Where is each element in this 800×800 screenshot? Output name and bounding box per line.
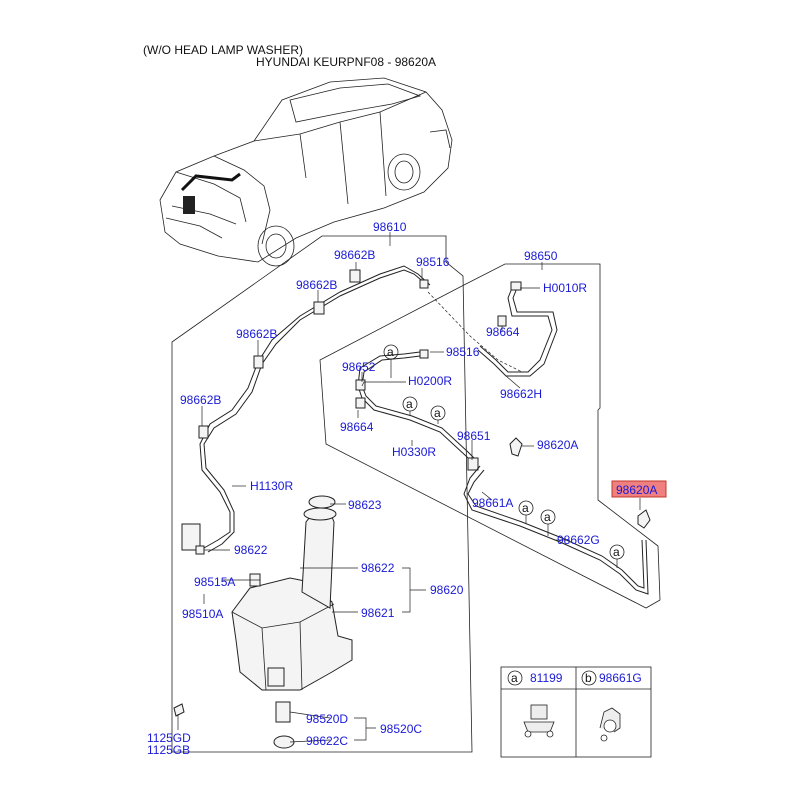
header-note: (W/O HEAD LAMP WASHER) bbox=[143, 43, 303, 57]
label-98661a[interactable]: 98661A bbox=[472, 496, 513, 510]
clip-98662b-3[interactable] bbox=[253, 355, 264, 369]
label-98623[interactable]: 98623 bbox=[348, 498, 382, 512]
clip-98662b-1[interactable] bbox=[349, 269, 361, 283]
label-98664-1[interactable]: 98664 bbox=[486, 325, 520, 339]
motor-body bbox=[267, 667, 285, 687]
label-98662b-4[interactable]: 98662B bbox=[180, 393, 221, 407]
connector-98652[interactable] bbox=[355, 379, 366, 391]
connector-98516-2[interactable] bbox=[419, 349, 429, 359]
label-98620a[interactable]: 98620A bbox=[537, 438, 578, 452]
label-h0010r[interactable]: H0010R bbox=[543, 281, 587, 295]
label-98515a[interactable]: 98515A bbox=[194, 575, 235, 589]
legend-a-part[interactable]: 81199 bbox=[530, 671, 563, 685]
legend-a-symbol: a bbox=[511, 671, 518, 685]
label-98662b-3[interactable]: 98662B bbox=[236, 327, 277, 341]
label-98662h[interactable]: 98662H bbox=[500, 387, 542, 401]
legend-table: a 81199 b 98661G bbox=[500, 666, 652, 758]
clip-98664-2[interactable] bbox=[355, 397, 366, 409]
label-98664-2[interactable]: 98664 bbox=[340, 420, 374, 434]
bolt-1125gd[interactable] bbox=[173, 703, 185, 717]
selected-part-98620a[interactable]: 98620A bbox=[611, 480, 667, 498]
frame-98650 bbox=[319, 263, 661, 609]
label-1125gd[interactable]: 1125GD bbox=[147, 731, 191, 745]
frame-98610 bbox=[171, 235, 473, 753]
connector-h0010r[interactable] bbox=[510, 281, 522, 291]
label-h0200r[interactable]: H0200R bbox=[408, 374, 452, 388]
nozzle-98620a-right[interactable] bbox=[637, 509, 651, 529]
label-98516-1[interactable]: 98516 bbox=[416, 255, 450, 269]
label-98622-a[interactable]: 98622 bbox=[234, 543, 268, 557]
label-h0330r[interactable]: H0330R bbox=[392, 445, 436, 459]
pump-98510a[interactable] bbox=[181, 523, 201, 551]
svg-text:a: a bbox=[406, 397, 413, 411]
nozzle-98620a-left[interactable] bbox=[509, 437, 523, 457]
label-98651[interactable]: 98651 bbox=[457, 429, 491, 443]
leader-lines bbox=[177, 232, 641, 743]
hose-h1130r bbox=[203, 269, 427, 553]
label-98621[interactable]: 98621 bbox=[361, 606, 395, 620]
clip-98661g-icon bbox=[599, 707, 621, 742]
svg-text:98620A: 98620A bbox=[616, 483, 657, 497]
svg-text:a: a bbox=[387, 345, 394, 359]
grommet-98515a[interactable] bbox=[195, 545, 205, 555]
hose-98662g bbox=[463, 465, 649, 595]
label-98662g[interactable]: 98662G bbox=[557, 533, 600, 547]
hose-h0010r bbox=[479, 287, 553, 373]
label-98652[interactable]: 98652 bbox=[342, 360, 376, 374]
svg-text:a: a bbox=[613, 545, 620, 559]
label-98620[interactable]: 98620 bbox=[430, 583, 464, 597]
car-illustration bbox=[159, 77, 453, 267]
clip-98662b-2[interactable] bbox=[313, 301, 325, 315]
legend-b-part[interactable]: 98661G bbox=[599, 671, 642, 685]
connector-98651[interactable] bbox=[467, 457, 479, 471]
legend-b-symbol: b bbox=[585, 671, 592, 685]
label-98520c[interactable]: 98520C bbox=[380, 722, 422, 736]
connector-98516-1[interactable] bbox=[419, 279, 429, 289]
label-98520d[interactable]: 98520D bbox=[306, 712, 348, 726]
label-98622c[interactable]: 98622C bbox=[306, 734, 348, 748]
label-98622-b[interactable]: 98622 bbox=[361, 561, 395, 575]
label-98510a[interactable]: 98510A bbox=[182, 607, 223, 621]
sensor-98520d[interactable] bbox=[275, 701, 291, 723]
label-1125gb[interactable]: 1125GB bbox=[147, 743, 190, 757]
label-98650[interactable]: 98650 bbox=[524, 249, 558, 263]
label-98662b-1[interactable]: 98662B bbox=[334, 248, 375, 262]
clip-81199-icon bbox=[523, 704, 555, 738]
cap-98623[interactable] bbox=[308, 495, 336, 509]
label-98516-2[interactable]: 98516 bbox=[446, 345, 480, 359]
header-model-code: HYUNDAI KEURPNF08 - 98620A bbox=[256, 55, 436, 69]
label-98610[interactable]: 98610 bbox=[373, 220, 407, 234]
svg-text:a: a bbox=[434, 406, 441, 420]
callout-a-group: a a a a a a bbox=[383, 344, 625, 568]
svg-text:a: a bbox=[522, 501, 529, 515]
clip-98662b-4[interactable] bbox=[198, 425, 209, 439]
label-98662b-2[interactable]: 98662B bbox=[296, 278, 337, 292]
washer-reservoir bbox=[173, 495, 353, 749]
svg-text:a: a bbox=[544, 510, 551, 524]
label-h1130r[interactable]: H1130R bbox=[250, 479, 293, 493]
